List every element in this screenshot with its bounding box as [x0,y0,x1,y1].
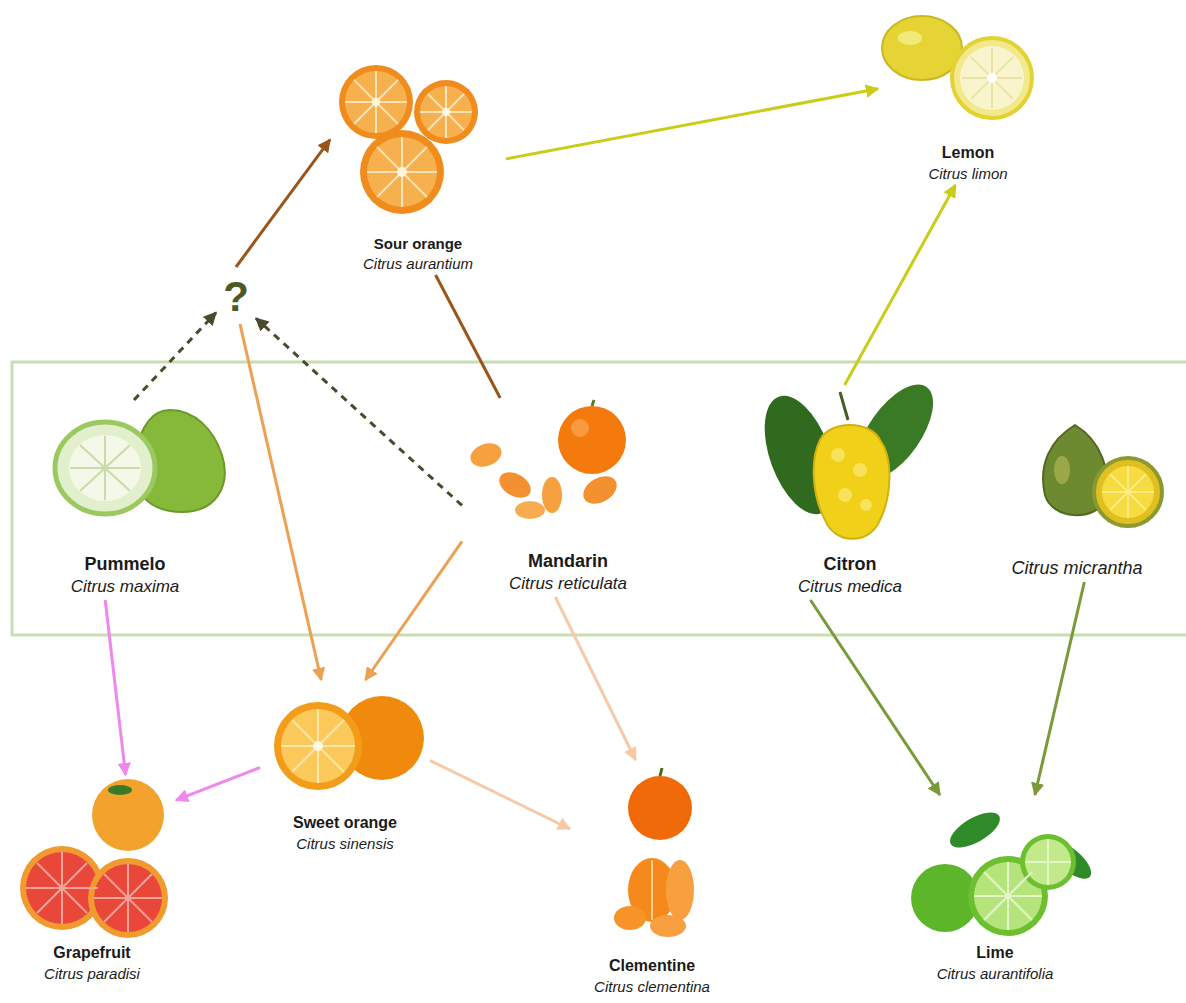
grapefruit-picture [20,779,168,938]
clementine-node: ClementineCitrus clementina [570,760,734,998]
sour-orange-picture [339,65,478,214]
ancestry-arrow [436,275,501,398]
common-name: Pummelo [84,553,165,576]
mandarin-picture [467,400,626,519]
ancestry-arrow [236,140,330,267]
ancestry-arrow [105,600,125,775]
dashed-ancestry-arrow [256,318,462,505]
latin-name: Citrus aurantium [363,254,473,274]
ancestry-arrow [240,324,321,680]
micrantha-node: Citrus micrantha [985,415,1169,582]
citron-node: CitronCitrus medica [760,385,940,600]
latin-name: Citrus reticulata [509,573,627,595]
lemon-node: LemonCitrus limon [878,10,1058,185]
latin-name: Citrus medica [798,576,902,598]
lime-node: LimeCitrus aurantifolia [900,795,1090,985]
latin-name: Citrus sinensis [296,834,394,854]
latin-name: Citrus aurantifolia [937,964,1054,984]
ancestry-arrow [1035,582,1084,795]
common-name: Sour orange [374,234,462,254]
sweet-orange-node: Sweet orangeCitrus sinensis [260,680,430,855]
lime-picture [911,806,1097,936]
sour-orange-node: Sour orangeCitrus aurantium [330,60,506,275]
ancestry-arrow [176,768,260,801]
micrantha-picture [1043,425,1162,526]
common-name: Mandarin [528,550,608,573]
common-name: Lemon [942,143,994,164]
unknown-ancestor: ? [216,267,256,324]
latin-name: Citrus micrantha [1011,557,1142,580]
common-name: Sweet orange [293,813,397,834]
common-name: Clementine [609,956,695,977]
lemon-picture [882,16,1032,118]
ancestry-arrow [555,597,635,760]
latin-name: Citrus maxima [71,576,180,598]
common-name: Lime [976,943,1013,964]
ancestry-arrow [365,541,462,680]
ancestry-arrow [810,600,940,795]
wild-species-band [12,362,1186,635]
ancestry-arrow [845,185,956,385]
clementine-picture [614,768,694,937]
ancestry-arrow [506,89,878,159]
mandarin-node: MandarinCitrus reticulata [462,398,674,597]
dashed-ancestry-arrow [134,313,216,400]
latin-name: Citrus limon [928,164,1007,184]
pummelo-picture [55,410,225,514]
citron-picture [751,372,948,539]
common-name: Citron [824,553,877,576]
pummelo-node: PummeloCitrus maxima [35,400,215,600]
latin-name: Citrus clementina [594,977,710,997]
common-name: Grapefruit [53,943,130,964]
common-name: ? [223,272,249,322]
grapefruit-node: GrapefruitCitrus paradisi [8,775,176,985]
latin-name: Citrus paradisi [44,964,140,984]
sweet-orange-picture [274,696,424,790]
ancestry-arrow [430,761,570,830]
